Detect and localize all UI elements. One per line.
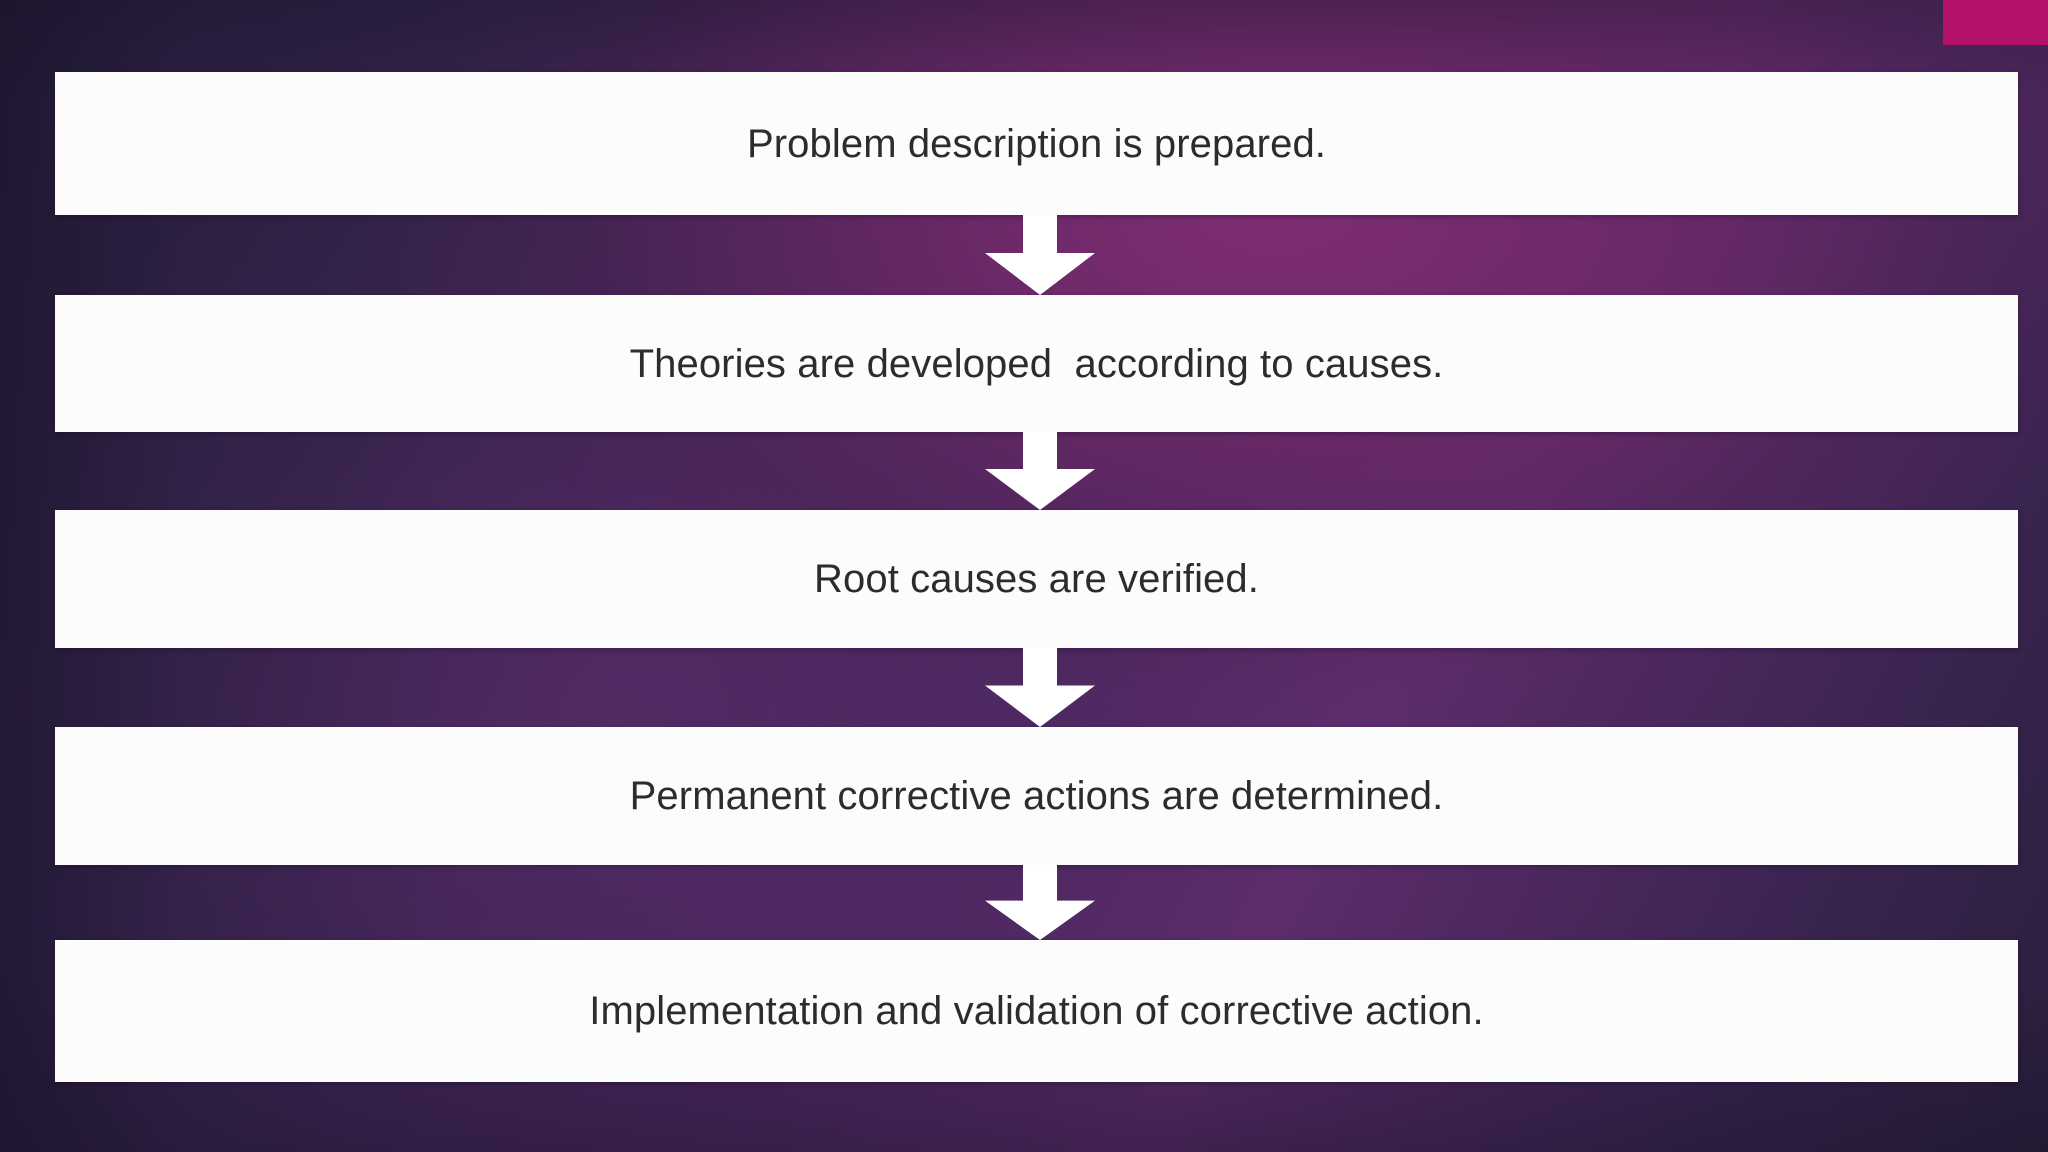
flow-connector-arrow-down-icon-3 (985, 648, 1095, 727)
flow-step-box-2[interactable]: Theories are developed according to caus… (55, 295, 2018, 432)
flow-step-box-5[interactable]: Implementation and validation of correct… (55, 940, 2018, 1082)
flow-step-label-2: Theories are developed according to caus… (629, 341, 1444, 386)
flow-connector-arrow-down-icon-1 (985, 215, 1095, 295)
flow-step-label-1: Problem description is prepared. (746, 121, 1327, 166)
flow-step-label-4: Permanent corrective actions are determi… (629, 774, 1444, 818)
flow-step-box-4[interactable]: Permanent corrective actions are determi… (55, 727, 2018, 865)
flow-connector-arrow-down-icon-2 (985, 432, 1095, 510)
flow-connector-arrow-down-icon-4 (985, 865, 1095, 940)
flow-step-label-5: Implementation and validation of correct… (589, 989, 1484, 1033)
flow-step-box-3[interactable]: Root causes are verified. (55, 510, 2018, 648)
flow-step-label-3: Root causes are verified. (814, 557, 1259, 601)
top-right-accent-bar (1943, 0, 2048, 45)
flow-step-box-1[interactable]: Problem description is prepared. (55, 72, 2018, 215)
